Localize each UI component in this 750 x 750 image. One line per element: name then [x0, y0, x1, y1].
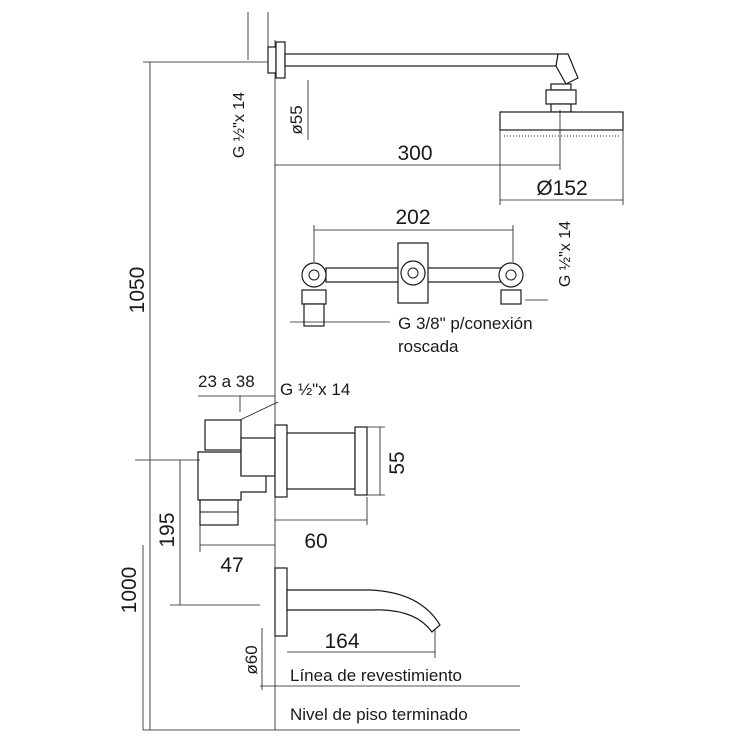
- valve-right-nut: [500, 289, 522, 305]
- mixer-body-top: [204, 419, 242, 451]
- dim-47-label: 47: [220, 554, 243, 577]
- mixer-escutcheon: [274, 424, 288, 498]
- shower-head-body: [499, 111, 624, 131]
- mixer-thread-label: G ½"x 14: [280, 380, 350, 399]
- valve-left-nut: [301, 289, 327, 305]
- mixer-handle: [286, 432, 356, 490]
- finish-line-label: Línea de revestimiento: [290, 666, 462, 685]
- spout: [286, 589, 441, 633]
- dim-60-spout-label: ø60: [242, 645, 261, 674]
- dim-164-label: 164: [324, 630, 359, 653]
- depth-range-label: 23 a 38: [198, 372, 255, 391]
- connection-label-line1: G 3/8" p/conexión: [398, 314, 533, 333]
- valve-left-fitting: [303, 303, 325, 327]
- dim-1000-label: 1000: [118, 567, 141, 614]
- arm-thread-label: G ½"x 14: [231, 92, 248, 158]
- dim-300-label: 300: [397, 142, 432, 165]
- mixer-wall-box: [240, 437, 276, 477]
- arm-escutcheon: [275, 41, 286, 79]
- valve-left-port: [301, 262, 327, 288]
- valve-thread-label: G ½"x 14: [557, 221, 574, 287]
- dim-55-mixer-label: 55: [386, 451, 409, 474]
- valve-center-port: [400, 260, 426, 286]
- dim-60-label: 60: [304, 530, 327, 553]
- mixer-handle-cap: [354, 426, 368, 496]
- mixer-thread-leader: [239, 401, 279, 421]
- arm-wall-flange: [267, 46, 277, 74]
- valve-right-port: [498, 262, 524, 288]
- dim-55-label: ø55: [287, 105, 306, 134]
- arm-elbow: [555, 53, 579, 85]
- valve-right-port-inner: [505, 269, 517, 281]
- dim-195-label: 195: [156, 512, 179, 547]
- dim-202-label: 202: [395, 206, 430, 229]
- valve-center-port-inner: [407, 267, 419, 279]
- ball-joint-bottom: [550, 103, 572, 113]
- dim-152-label: Ø152: [536, 177, 587, 200]
- ball-joint-top: [550, 83, 572, 91]
- ball-joint: [545, 89, 577, 105]
- floor-line-label: Nivel de piso terminado: [290, 705, 468, 724]
- shower-arm: [284, 53, 559, 67]
- dim-1050-label: 1050: [126, 267, 149, 314]
- connection-label-line2: roscada: [398, 337, 459, 356]
- spout-escutcheon: [274, 567, 288, 637]
- valve-left-port-inner: [308, 269, 320, 281]
